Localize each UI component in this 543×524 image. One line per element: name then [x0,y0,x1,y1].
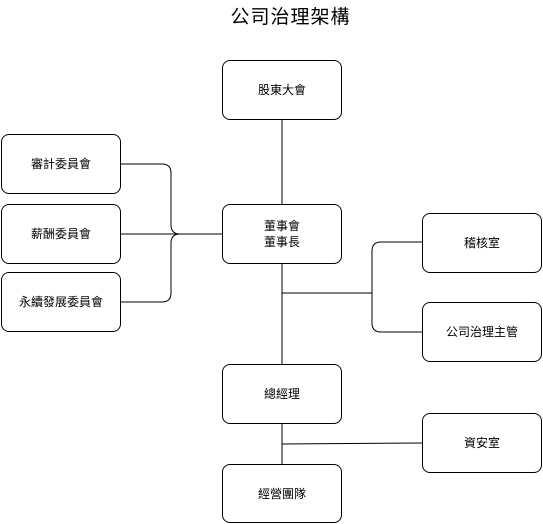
sustainability-committee-box: 永續發展委員會 [1,272,121,332]
governance-officer-label: 公司治理主管 [445,325,518,339]
connector-audit-committee [121,163,222,235]
shareholders-meeting-box: 股東大會 [222,60,342,120]
connector-sustainability-committee [121,233,181,303]
general-manager-box: 總經理 [222,364,342,424]
internal-audit-box: 稽核室 [422,213,542,273]
board-box: 董事會 董事長 [222,204,342,264]
remuneration-committee-box: 薪酬委員會 [1,204,121,264]
audit-committee-label: 審計委員會 [30,157,91,171]
connector-internal-audit [371,241,422,293]
chart-title: 公司治理架構 [230,6,351,28]
info-security-label: 資安室 [463,436,500,450]
management-team-box: 經營團隊 [222,464,342,523]
sustainability-committee-label: 永續發展委員會 [18,295,103,309]
management-team-label: 經營團隊 [257,486,306,501]
remuneration-committee-label: 薪酬委員會 [30,227,91,241]
info-security-box: 資安室 [422,413,542,473]
connector-governance-officer [371,293,422,333]
connector-info-security [281,442,423,445]
audit-committee-box: 審計委員會 [1,134,121,194]
board-label: 董事會 [263,219,300,233]
internal-audit-label: 稽核室 [463,236,500,250]
chairman-label: 董事長 [263,235,300,249]
shareholders-meeting-label: 股東大會 [257,83,306,97]
governance-officer-box: 公司治理主管 [422,302,542,362]
general-manager-label: 總經理 [263,387,300,401]
